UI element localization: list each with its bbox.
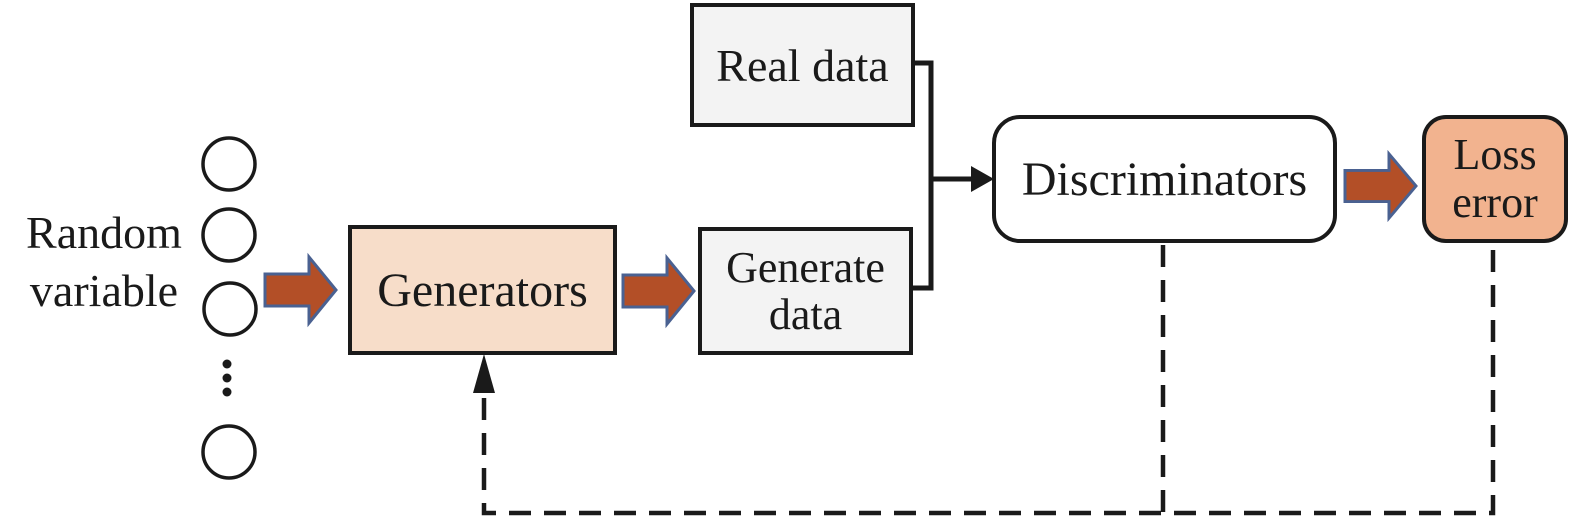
arrow-random-to-generators — [263, 252, 338, 328]
input-node-circle — [202, 281, 258, 337]
generators-label: Generators — [377, 263, 588, 317]
real-data-label: Real data — [716, 39, 889, 91]
ellipsis-dot — [222, 359, 232, 369]
block-arrow-shape — [263, 252, 338, 328]
input-node-circle — [201, 136, 257, 192]
generate-data-label: Generate data — [726, 243, 885, 339]
solid-connectors — [473, 60, 994, 393]
loss-error-label: Loss error — [1452, 130, 1538, 227]
block-arrow-shape — [1343, 149, 1418, 223]
random-variable-label: Random variable — [26, 207, 182, 316]
generators-box: Generators — [348, 225, 617, 355]
ellipsis-dot — [222, 373, 232, 383]
generate-data-box: Generate data — [698, 227, 913, 355]
discriminator-input-arrowhead — [971, 166, 994, 192]
feedback-dashed-lines — [481, 245, 1496, 516]
arrow-generators-to-generate-data — [621, 253, 696, 329]
block-arrow-shape — [621, 253, 696, 329]
input-node-circle — [201, 424, 257, 480]
loss-error-box: Loss error — [1422, 115, 1568, 243]
ellipsis-dot — [222, 387, 232, 397]
real-data-box: Real data — [690, 3, 915, 127]
input-node-circle — [201, 207, 257, 263]
input-node-circles — [201, 136, 258, 480]
data-merge-bracket-line — [913, 60, 934, 291]
discriminators-label: Discriminators — [1021, 152, 1308, 206]
discriminators-box: Discriminators — [992, 115, 1337, 243]
feedback-up-arrowhead — [473, 354, 495, 393]
arrow-discriminators-to-loss-error — [1343, 149, 1418, 223]
